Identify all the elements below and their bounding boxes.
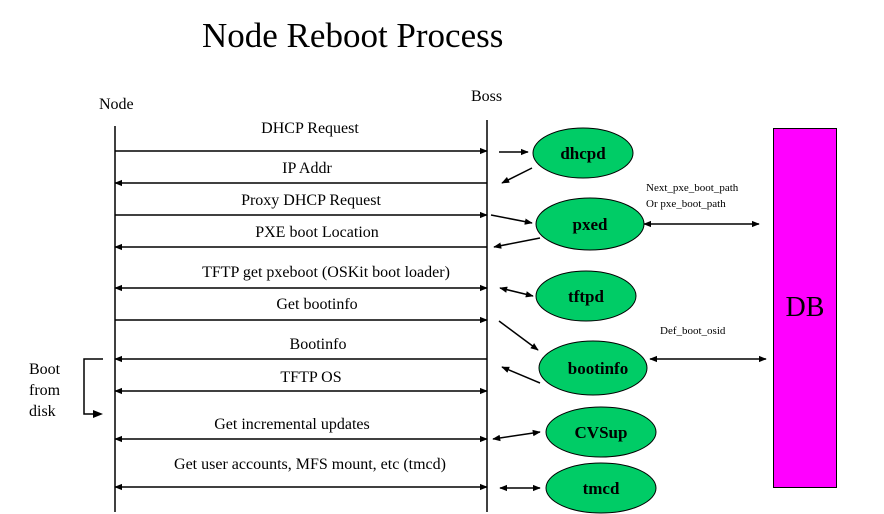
diagram-title: Node Reboot Process [202, 16, 504, 55]
tmcd-label: tmcd [583, 479, 620, 498]
boot-from-disk-arrowhead [93, 410, 103, 418]
db-label: DB [785, 292, 825, 323]
msg-dhcp-request: DHCP Request [261, 120, 359, 137]
tftpd-node [535, 270, 637, 322]
arrow-bootinfo-to-boss [501, 366, 541, 384]
note-def-boot-osid: Def_boot_osid [660, 325, 726, 337]
pxed-node [535, 197, 645, 251]
msg-tftp-get-pxeboot: TFTP get pxeboot (OSKit boot loader) [202, 264, 450, 281]
msg-pxe-boot-location: PXE boot Location [255, 224, 379, 241]
msg-get-user-accounts: Get user accounts, MFS mount, etc (tmcd) [174, 456, 446, 473]
msg-ip-addr: IP Addr [282, 160, 332, 177]
db-box [773, 128, 837, 488]
arrow-dhcpd-to-boss [501, 167, 533, 184]
dhcpd-node [532, 127, 634, 179]
bootinfo-node [538, 340, 648, 396]
msg-get-incremental-updates: Get incremental updates [214, 416, 370, 433]
msg-tftp-os: TFTP OS [280, 369, 342, 386]
bootinfo-label: bootinfo [568, 359, 628, 378]
tftpd-label: tftpd [568, 287, 604, 306]
msg-get-bootinfo: Get bootinfo [276, 296, 358, 313]
arrow-boss-to-pxed [490, 214, 533, 225]
node-lane-label: Node [99, 96, 134, 113]
dhcpd-label: dhcpd [560, 144, 606, 163]
arrow-boss-tftpd [499, 286, 534, 298]
note-next-pxe-boot-path: Next_pxe_boot_path [646, 182, 739, 194]
msg-proxy-dhcp-request: Proxy DHCP Request [241, 192, 381, 209]
tmcd-node [545, 462, 657, 514]
boot-from-disk-label: Boot from disk [29, 361, 61, 420]
cvsup-node [545, 406, 657, 458]
note-or-pxe-boot-path: Or pxe_boot_path [646, 198, 726, 210]
pxed-label: pxed [573, 215, 609, 234]
arrow-pxed-to-boss [493, 237, 541, 249]
arrow-boss-cvsup [492, 429, 541, 442]
cvsup-label: CVSup [575, 423, 628, 442]
msg-bootinfo: Bootinfo [289, 336, 347, 353]
arrow-boss-to-bootinfo [498, 320, 539, 351]
boot-from-disk-bracket [83, 358, 103, 415]
boss-lane-label: Boss [471, 88, 503, 105]
